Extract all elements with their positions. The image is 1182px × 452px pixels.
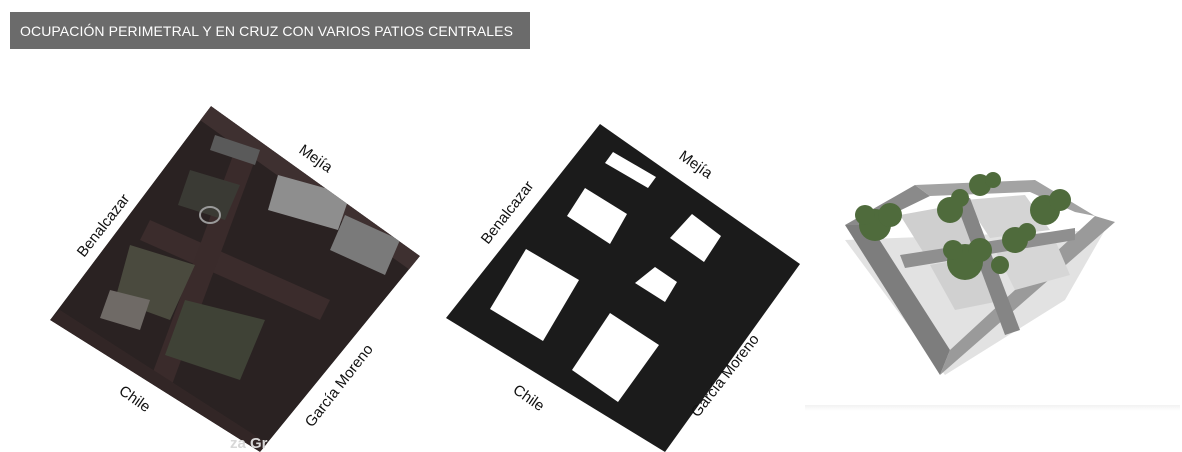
title-bar: OCUPACIÓN PERIMETRAL Y EN CRUZ CON VARIO…: [10, 12, 530, 49]
plan-block: [446, 124, 800, 452]
aerial-watermark: za Gr: [230, 435, 268, 452]
aerial-photo-panel: Mejía Benalcazar Chile García Moreno za …: [50, 106, 420, 452]
aerial-label-chile: Chile: [116, 382, 154, 416]
3d-render-panel: [845, 172, 1115, 375]
aerial-photo: [50, 106, 420, 452]
diagram-title: OCUPACIÓN PERIMETRAL Y EN CRUZ CON VARIO…: [20, 22, 514, 39]
courtyard-northwest: [567, 188, 627, 244]
plan-label-mejia: Mejía: [676, 147, 716, 182]
tree-group: [855, 172, 1071, 280]
courtyard-center: [635, 267, 677, 302]
courtyard-northeast: [670, 214, 721, 262]
render-ground-line: [805, 405, 1180, 411]
plan-label-chile: Chile: [510, 381, 548, 415]
courtyard-south: [572, 313, 659, 402]
courtyard-north: [605, 152, 656, 188]
3d-building-render: [845, 172, 1115, 375]
courtyard-west: [490, 249, 579, 341]
plan-diagram-panel: Mejía Benalcazar Chile García Moreno: [446, 124, 800, 452]
